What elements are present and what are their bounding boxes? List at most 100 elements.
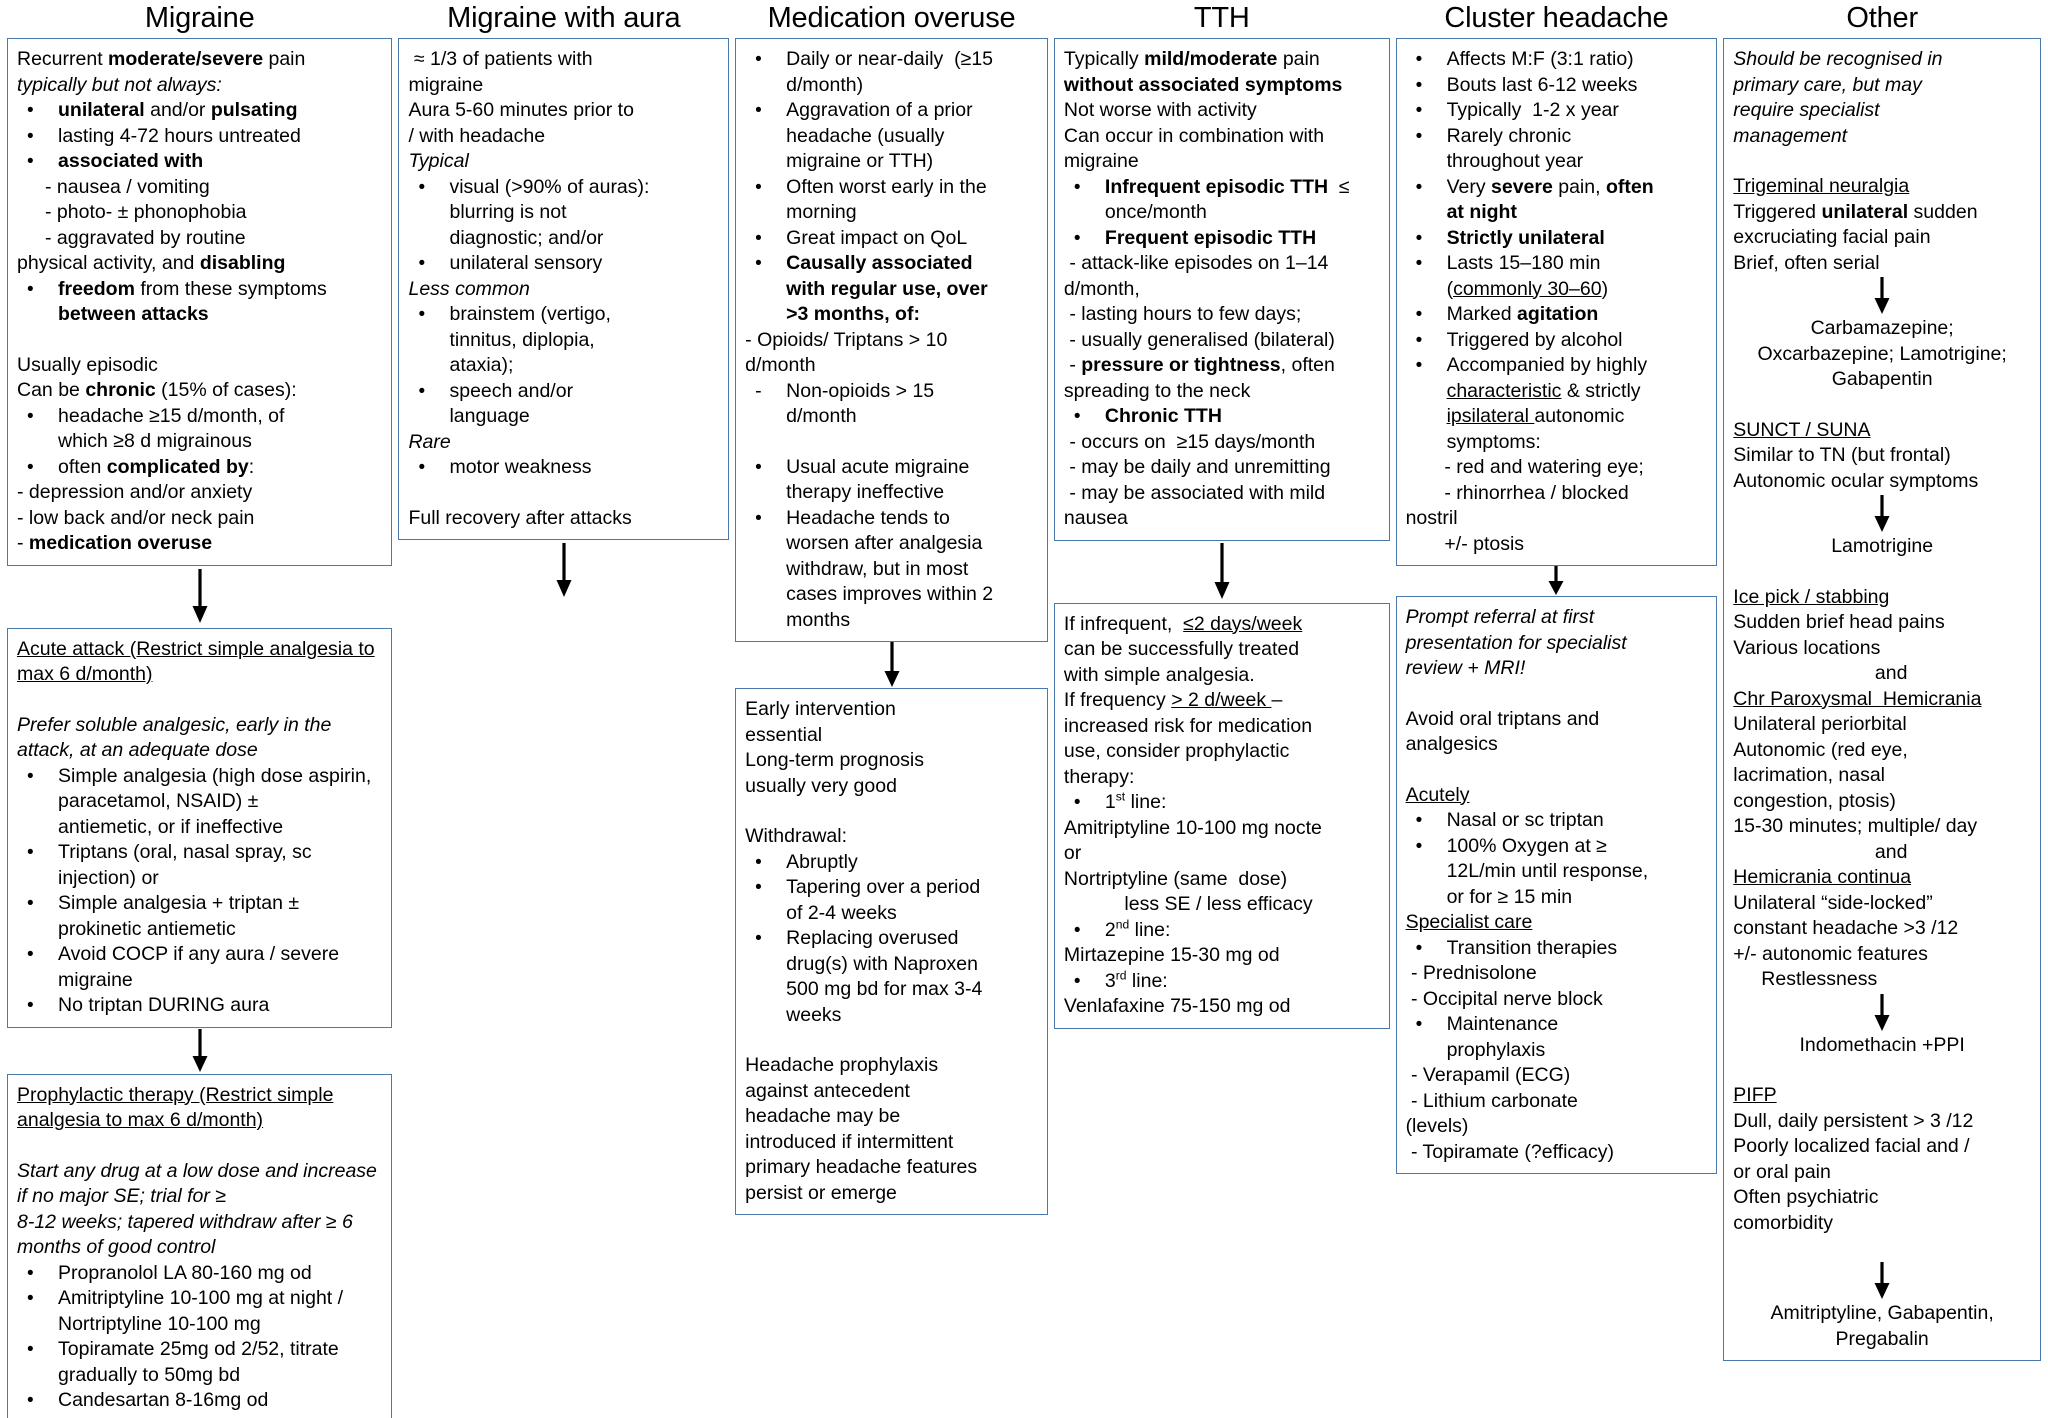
inline-down-arrow: [1733, 1261, 2031, 1301]
text-line: d/month: [786, 405, 857, 427]
text-line: 500 mg bd for max 3-4: [786, 978, 983, 1000]
text-line: ipsilateral autonomic: [1446, 405, 1625, 427]
text-line: primary care, but may: [1733, 73, 1922, 96]
bullet-item: headache ≥15 d/month, of: [17, 404, 382, 430]
bullet-item: Headache tends to: [745, 506, 1038, 532]
text-line: Acute attack (Restrict simple analgesia …: [17, 637, 375, 686]
spacer-line: [1406, 758, 1708, 783]
text-line: If infrequent, ≤2 days/week: [1063, 612, 1303, 635]
text-line: physical activity, and disabling: [17, 252, 286, 274]
text-line: therapy:: [1063, 765, 1135, 788]
bullet-list: Great impact on QoLCausally associated: [745, 226, 1038, 277]
text-line: Typical: [408, 150, 469, 172]
text-line: blurring is not: [449, 201, 567, 223]
text-line: Unilateral periorbital: [1733, 713, 1907, 735]
text-line: Usually episodic: [17, 353, 158, 376]
spacer-line: [1733, 149, 2031, 174]
bullet-item: unilateral sensory: [408, 251, 719, 277]
bullet-item: often complicated by:: [17, 455, 382, 481]
text-line: ataxia);: [449, 354, 514, 376]
text-line: Hemicrania continua: [1733, 866, 1912, 888]
text-line: persist or emerge: [745, 1181, 897, 1204]
text-line: primary headache features: [745, 1156, 978, 1178]
inline-down-arrow: [1733, 276, 2031, 316]
bullet-list: Marked agitationTriggered by alcoholAcco…: [1406, 302, 1708, 379]
text-line: congestion, ptosis): [1733, 789, 1896, 812]
bullet-item: Propranolol LA 80-160 mg od: [17, 1261, 382, 1287]
text-line: symptoms:: [1446, 430, 1541, 453]
bullet-list: speech and/or: [408, 379, 719, 405]
bullet-list: Often worst early in the: [745, 175, 1038, 201]
text-line: - Topiramate (?efficacy): [1405, 1140, 1615, 1163]
text-line: language: [449, 405, 530, 427]
bullet-item: unilateral and/or pulsating: [17, 98, 382, 124]
bullet-item: 3rd line:: [1064, 969, 1380, 995]
spacer-line: [17, 688, 382, 713]
box-cluster-features: Affects M:F (3:1 ratio)Bouts last 6-12 w…: [1395, 38, 1718, 566]
spacer-line: [17, 1134, 382, 1159]
bullet-item: 1st line:: [1064, 790, 1380, 816]
text-line: Early intervention: [745, 698, 896, 720]
text-line: and: [1874, 840, 1908, 863]
text-line: If frequency > 2 d/week –: [1063, 689, 1283, 711]
text-line: require specialist: [1733, 99, 1880, 121]
bullet-item: Strictly unilateral: [1406, 226, 1708, 252]
bullet-list: Very severe pain, often: [1406, 175, 1708, 201]
spacer-line: [1733, 1058, 2031, 1083]
text-line: 15-30 minutes; multiple/ day: [1733, 815, 1978, 837]
bullet-list: visual (>90% of auras):: [408, 175, 719, 201]
bullet-item: Triggered by alcohol: [1406, 328, 1708, 354]
bullet-list: Maintenance: [1406, 1012, 1708, 1038]
text-line: between attacks: [58, 303, 209, 325]
arrow-cluster-to-management: [1396, 566, 1718, 596]
arrow-tth-to-management: [1054, 541, 1390, 603]
text-line: Typically mild/moderate pain: [1063, 48, 1320, 70]
text-line: PIFP: [1733, 1084, 1777, 1106]
arrow-migraine-to-acute: [7, 566, 392, 628]
text-line: Amitriptyline 10-100 mg nocte: [1063, 816, 1322, 839]
text-line: (commonly 30–60): [1446, 277, 1609, 300]
text-line: Acutely: [1405, 783, 1470, 806]
bullet-item: Affects M:F (3:1 ratio): [1406, 47, 1708, 73]
bullet-list: AbruptlyTapering over a period: [745, 850, 1038, 901]
bullet-item: Amitriptyline 10-100 mg at night / Nortr…: [17, 1286, 382, 1337]
bullet-list: often complicated by:: [17, 455, 382, 481]
text-line: Full recovery after attacks: [408, 506, 632, 529]
text-line: Can occur in combination with: [1063, 124, 1325, 147]
bullet-list: motor weakness: [408, 455, 719, 481]
spacer-line: [745, 430, 1038, 455]
text-line: withdraw, but in most: [786, 557, 969, 580]
bullet-list: Affects M:F (3:1 ratio)Bouts last 6-12 w…: [1406, 47, 1708, 149]
bullet-item: Infrequent episodic TTH ≤: [1064, 175, 1380, 201]
text-line: and: [1874, 662, 1908, 684]
bullet-list: brainstem (vertigo,: [408, 302, 719, 328]
bullet-item: 2nd line:: [1064, 918, 1380, 944]
inline-down-arrow: [1733, 494, 2031, 534]
bullet-item: Aggravation of a prior: [745, 98, 1038, 124]
spacer-line: [17, 328, 382, 353]
bullet-item: Nasal or sc triptan: [1406, 808, 1708, 834]
text-line: Pregabalin: [1835, 1327, 1929, 1350]
text-line: presentation for specialist: [1405, 631, 1627, 654]
column-title-migraine: Migraine: [144, 2, 255, 34]
text-line: Carbamazepine;: [1810, 317, 1954, 339]
text-line: Not worse with activity: [1063, 99, 1257, 121]
text-line: migraine or TTH): [786, 150, 934, 172]
bullet-item: Daily or near-daily (≥15: [745, 47, 1038, 73]
text-line: against antecedent: [745, 1079, 910, 1102]
text-line: typically but not always:: [17, 73, 222, 96]
bullet-item: lasting 4-72 hours untreated: [17, 124, 382, 150]
text-line: Should be recognised in: [1733, 48, 1943, 70]
text-line: Nortriptyline (same dose): [1063, 867, 1288, 890]
bullet-list: 3rd line:: [1064, 969, 1380, 995]
bullet-item: Very severe pain, often: [1406, 175, 1708, 201]
text-line: which ≥8 d migrainous: [58, 430, 252, 452]
bullet-item: motor weakness: [408, 455, 719, 481]
spacer-line: [745, 799, 1038, 824]
bullet-item: Usual acute migraine: [745, 455, 1038, 481]
spacer-line: [1733, 1236, 2031, 1261]
text-line: d/month: [745, 354, 816, 376]
